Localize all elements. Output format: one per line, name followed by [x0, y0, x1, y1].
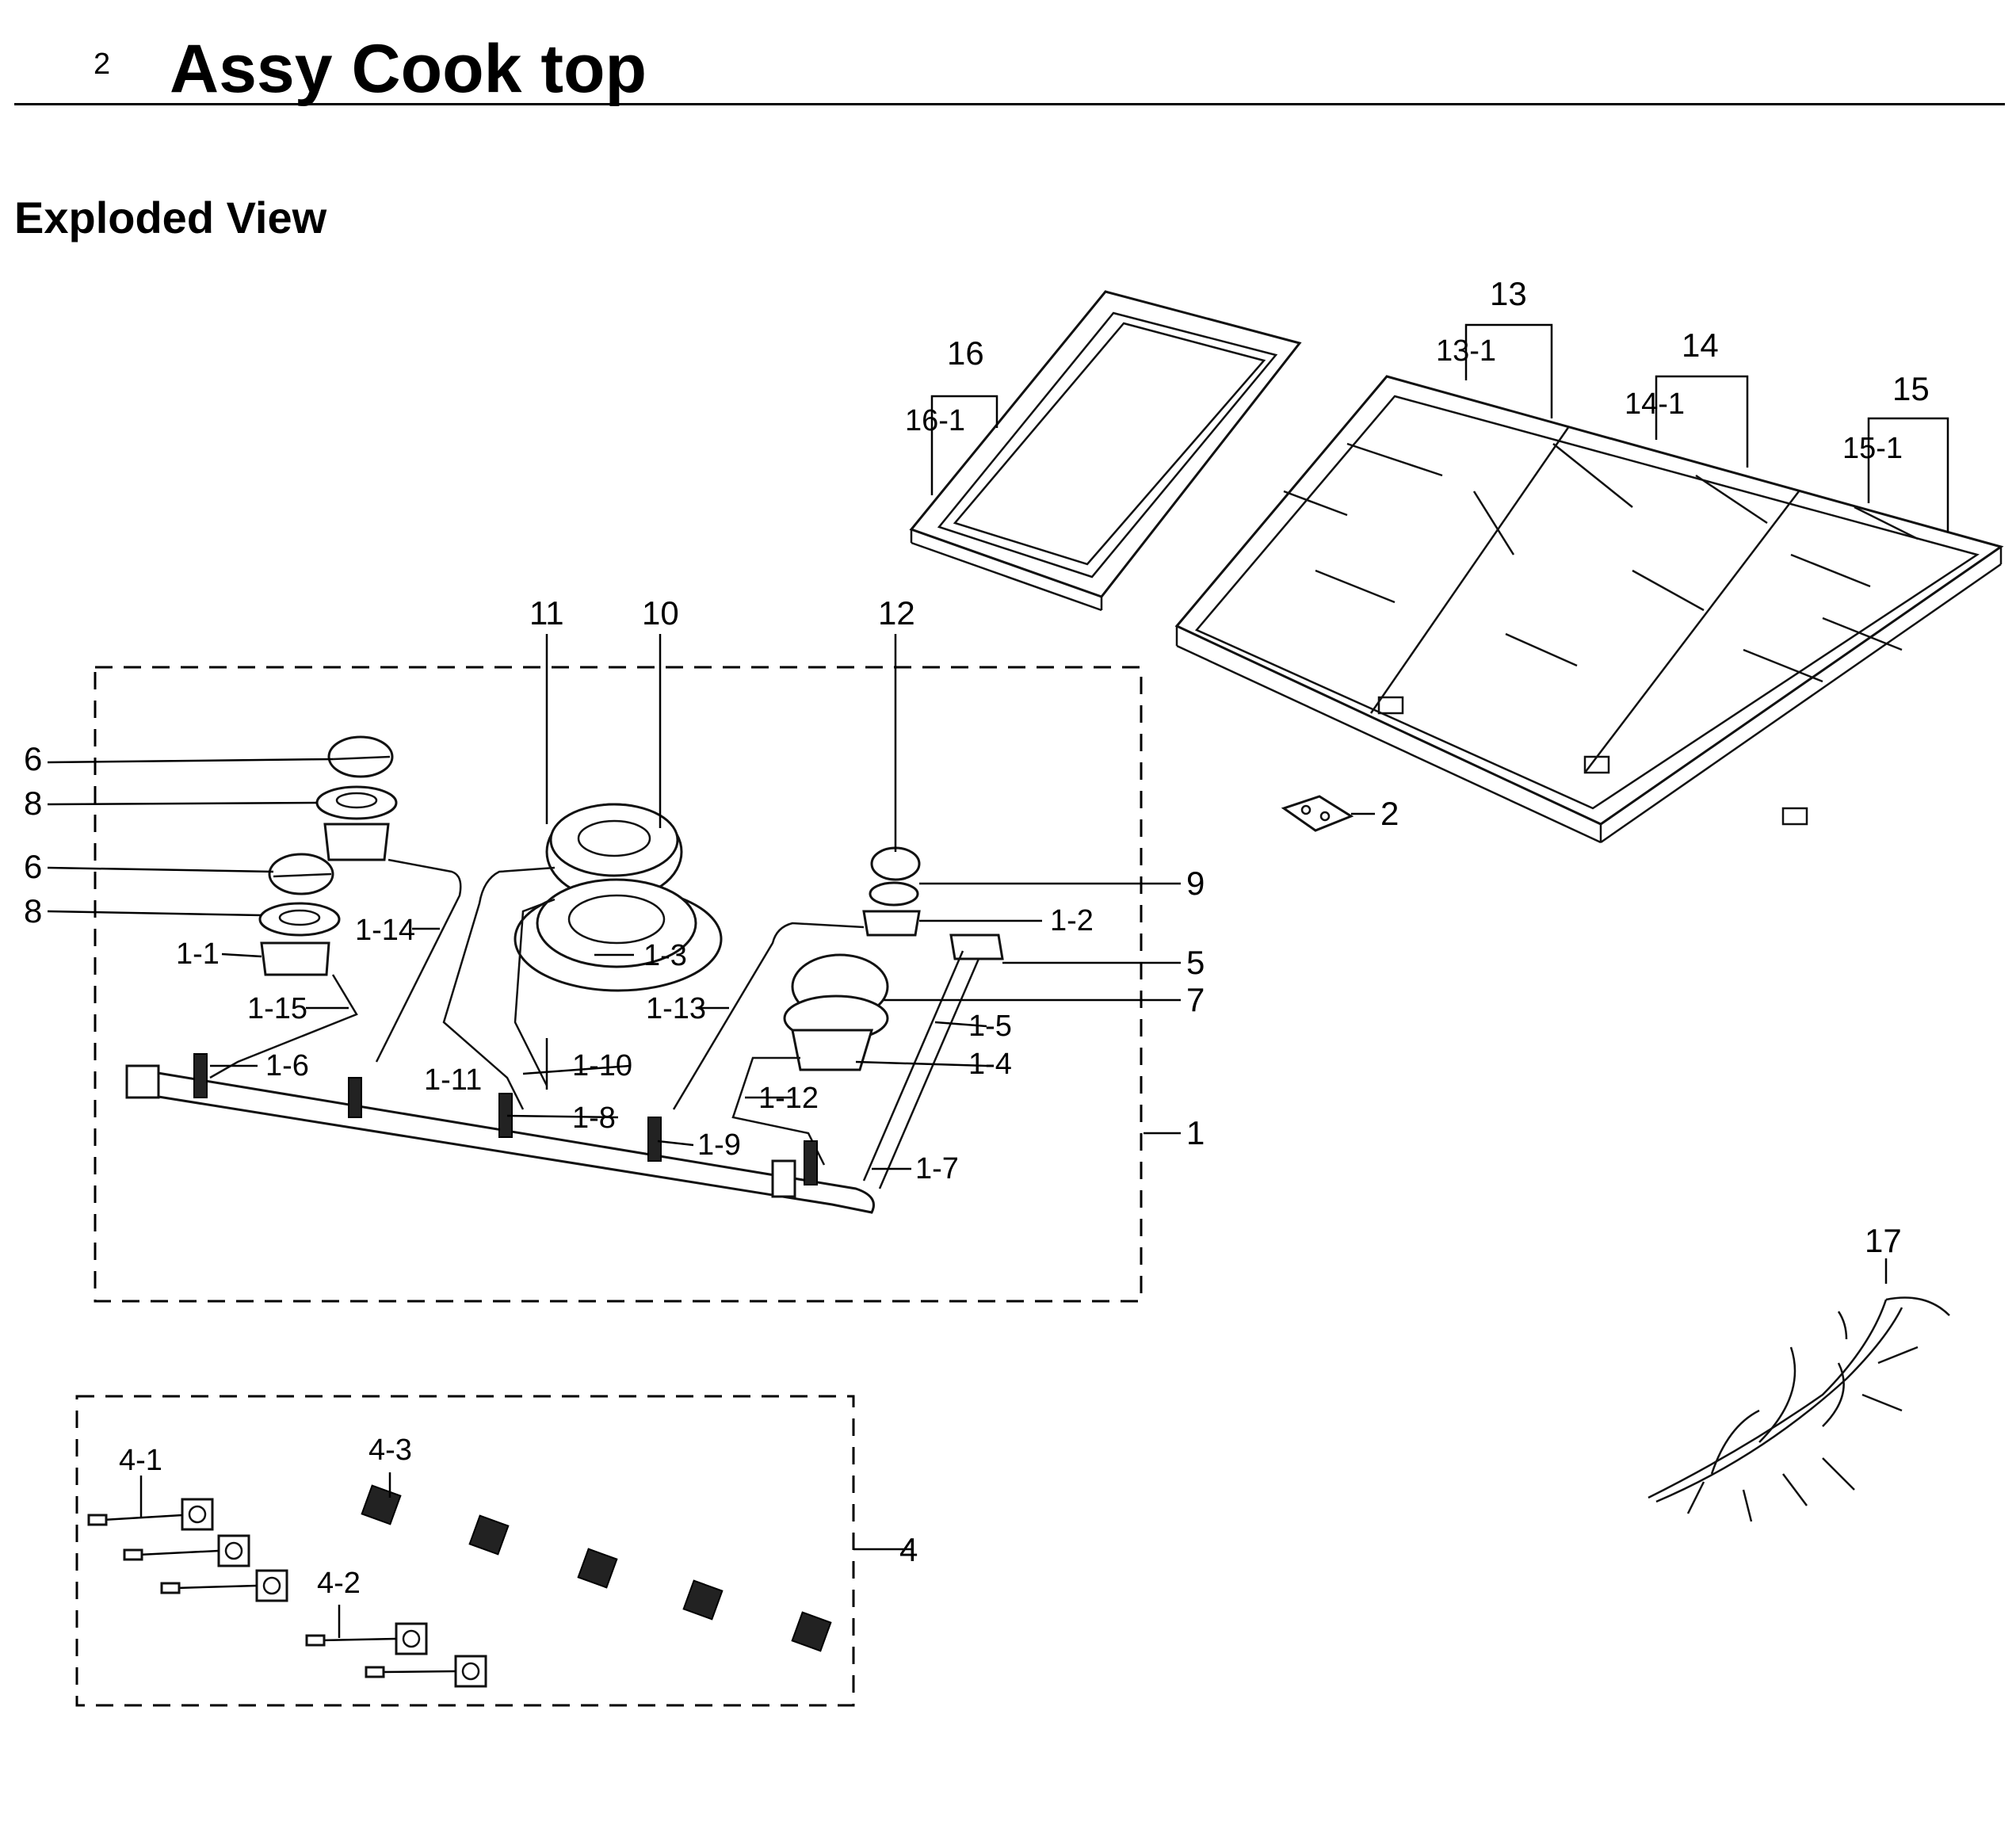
wire-harness	[1648, 1296, 1950, 1522]
page-title: Assy Cook top	[170, 31, 647, 107]
page-number: 2	[94, 48, 111, 81]
callout-6a: 6	[24, 740, 42, 777]
callout-4-1: 4-1	[119, 1444, 162, 1477]
callout-1-5: 1-5	[968, 1010, 1012, 1043]
callout-6b: 6	[24, 848, 42, 885]
callout-1-7: 1-7	[915, 1152, 959, 1185]
callout-10: 10	[642, 594, 679, 632]
grates	[1174, 375, 2004, 844]
callout-1: 1	[1186, 1114, 1205, 1151]
callout-1-13: 1-13	[646, 992, 706, 1025]
callout-16-1: 16-1	[905, 404, 965, 437]
callout-8b: 8	[24, 892, 42, 930]
callout-1-8: 1-8	[572, 1101, 616, 1135]
callout-14-1: 14-1	[1625, 388, 1685, 421]
callout-4-2: 4-2	[317, 1567, 361, 1600]
assembly-1-group-box	[94, 666, 1143, 1303]
callout-1-1: 1-1	[176, 937, 220, 971]
burner-right-front	[783, 933, 1004, 1071]
callout-1-3: 1-3	[643, 939, 687, 972]
callout-7: 7	[1186, 981, 1205, 1018]
burner-left-front	[258, 853, 341, 976]
callout-15-1: 15-1	[1842, 432, 1903, 465]
section-title: Exploded View	[14, 193, 327, 242]
callout-5: 5	[1186, 944, 1205, 981]
part-2-plate	[1281, 795, 1354, 832]
burner-left-rear	[315, 735, 398, 861]
callout-1-6: 1-6	[265, 1049, 309, 1082]
callout-1-9: 1-9	[697, 1128, 741, 1162]
callout-12: 12	[878, 594, 915, 632]
callout-1-4: 1-4	[968, 1048, 1012, 1081]
callout-labels: 6 8 6 8 1-1 1-14 1-15 1-6 1-11 1-10 1-8 …	[24, 275, 1930, 1600]
burner-right-rear	[862, 846, 921, 937]
burner-center-large	[514, 803, 723, 992]
gas-tubes	[125, 858, 980, 1214]
callout-14: 14	[1682, 326, 1719, 364]
callout-1-2: 1-2	[1050, 904, 1094, 937]
title-rule	[14, 103, 2005, 105]
callout-9: 9	[1186, 865, 1205, 902]
callout-13-1: 13-1	[1436, 334, 1496, 368]
callout-4: 4	[899, 1531, 918, 1568]
callout-17: 17	[1865, 1222, 1902, 1259]
callout-16: 16	[947, 334, 984, 372]
callout-1-14: 1-14	[355, 914, 415, 947]
griddle	[909, 290, 1302, 612]
callout-4-3: 4-3	[368, 1434, 412, 1467]
leader-lines	[47, 323, 1949, 1638]
callout-1-15: 1-15	[247, 992, 307, 1025]
assembly-4-group-box	[75, 1395, 855, 1707]
callout-11: 11	[529, 594, 564, 632]
callout-15: 15	[1892, 370, 1930, 407]
switch-assemblies	[87, 1484, 832, 1688]
callout-13: 13	[1490, 275, 1527, 312]
callout-1-11: 1-11	[424, 1063, 482, 1097]
callout-1-10: 1-10	[572, 1049, 632, 1082]
callout-1-12: 1-12	[758, 1082, 819, 1115]
callout-8a: 8	[24, 785, 42, 822]
callout-2: 2	[1380, 795, 1399, 832]
